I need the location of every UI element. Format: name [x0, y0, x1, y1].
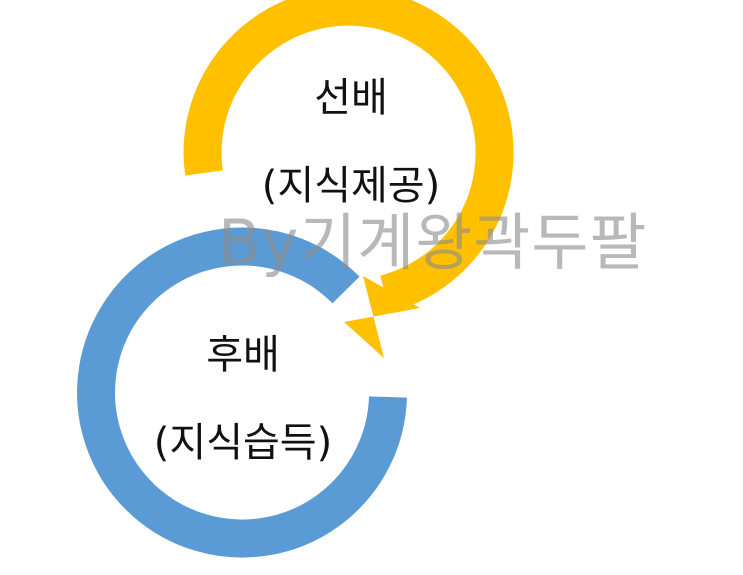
junior-subtitle: (지식습득): [153, 420, 333, 466]
watermark-text: By기계왕곽두팔: [218, 206, 648, 279]
junior-title: 후배: [206, 332, 280, 378]
senior-ring-arc: [183, 0, 514, 313]
senior-arrowhead: [344, 276, 420, 358]
senior-title: 선배: [314, 75, 388, 121]
junior-ring-arc: [77, 227, 407, 558]
senior-subtitle: (지식제공): [261, 163, 441, 209]
